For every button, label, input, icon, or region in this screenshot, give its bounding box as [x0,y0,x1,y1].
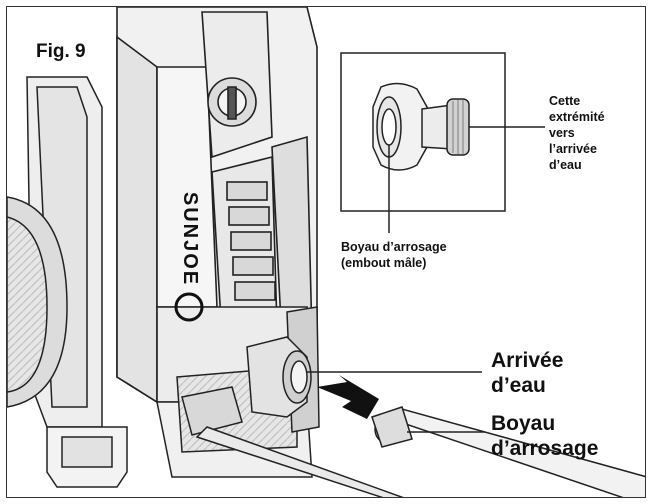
figure-frame: SUNJOE Fig. 9 Cette extrémité vers l’arr… [6,6,646,498]
inlet-end-label-line-4: l’arrivée [549,142,597,156]
wheel [7,196,68,408]
water-inlet-label-line-2: d’eau [491,374,546,397]
water-inlet-label-line-1: Arrivée [491,349,564,372]
inlet-end-label-line-1: Cette [549,94,581,108]
outlet-hose [181,386,404,497]
garden-hose-label: Boyau d’arrosage [491,411,598,461]
inset-panel [340,52,545,233]
brand-logo-text: SUNJOE [179,191,201,287]
water-inlet-label: Arrivée d’eau [491,348,563,398]
garden-hose-label-line-2: d’arrosage [491,437,599,460]
inlet-end-label: Cette extrémité vers l’arrivée d’eau [549,93,605,173]
inlet-end-label-line-2: extrémité [549,110,605,124]
male-end-label-line-2: (embout mâle) [341,256,427,270]
male-end-label: Boyau d’arrosage (embout mâle) [341,239,447,271]
male-end-label-line-1: Boyau d’arrosage [341,240,447,254]
garden-hose [371,406,645,497]
water-inlet-connector [246,336,312,418]
inlet-end-label-line-3: vers [549,126,575,140]
inlet-end-label-line-5: d’eau [549,158,582,172]
pressure-washer-illustration [7,7,645,497]
sunjoe-logo-icon [174,292,204,322]
machine-body [116,7,318,404]
figure-label: Fig. 9 [33,41,89,63]
insert-arrow-icon [317,375,379,419]
cord-hook [46,426,128,488]
garden-hose-label-line-1: Boyau [491,412,556,435]
